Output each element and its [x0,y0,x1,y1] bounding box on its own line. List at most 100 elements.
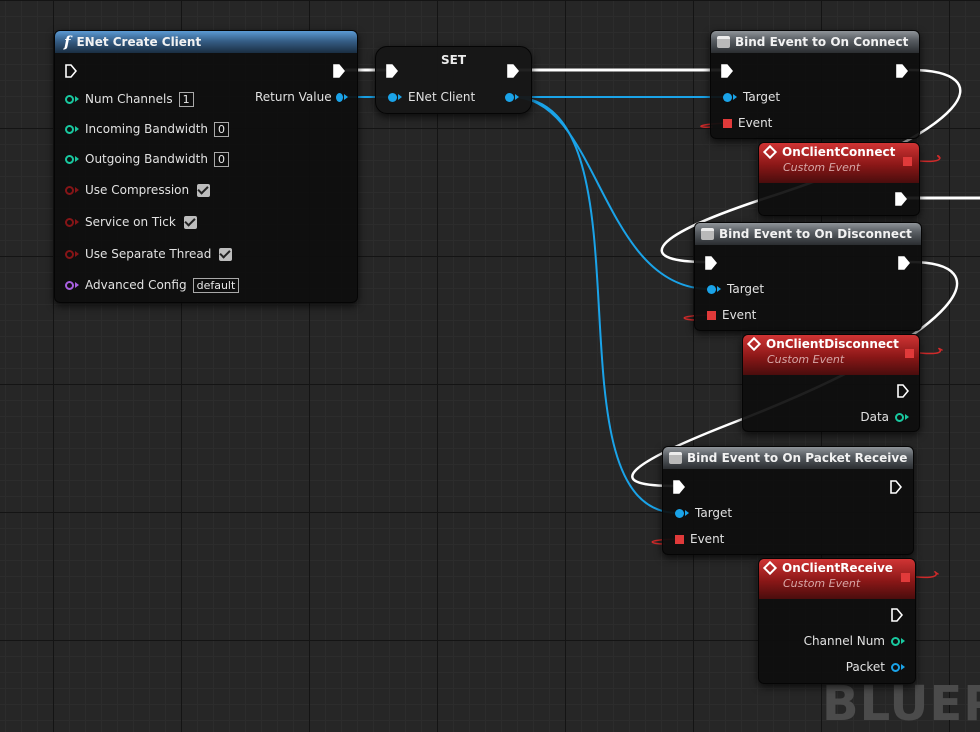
bind-on-packet-receive-node[interactable]: Bind Event to On Packet Receive Target E… [662,446,914,555]
int-pin-icon [65,94,74,104]
use-separate-thread-checkbox[interactable] [219,247,233,261]
enet-create-client-node[interactable]: f ENet Create Client Num Channels 1 Retu… [54,30,358,303]
exec-pin-icon [891,608,903,622]
on-client-receive-node[interactable]: OnClientReceive Custom Event Channel Num… [758,558,916,684]
exec-in-pin[interactable] [721,62,733,80]
target-pin[interactable]: Target [707,280,764,298]
event-pin[interactable]: Event [723,114,772,132]
node-header[interactable]: OnClientDisconnect Custom Event [743,335,919,375]
set-title: SET [440,53,467,67]
use-compression-checkbox[interactable] [197,183,211,197]
object-pin-icon [707,284,716,294]
pin-label: Return Value [255,90,332,104]
bool-pin-icon [65,185,74,195]
exec-out-pin[interactable] [891,606,903,624]
incoming-bandwidth-pin[interactable]: Incoming Bandwidth 0 [65,120,230,138]
exec-out-pin[interactable] [507,62,519,80]
use-compression-pin[interactable]: Use Compression [65,181,211,199]
exec-in-pin[interactable] [705,254,717,272]
delegate-out-pin[interactable] [903,157,912,166]
exec-out-pin[interactable] [897,382,909,400]
enet-client-input-pin[interactable]: ENet Client [388,88,475,106]
function-call-icon [669,452,682,464]
outgoing-bandwidth-pin[interactable]: Outgoing Bandwidth 0 [65,150,229,168]
pin-label: Service on Tick [85,215,176,229]
bool-pin-icon [65,217,74,227]
int-pin-icon [891,636,900,646]
packet-output-pin[interactable]: Packet [779,658,905,676]
incoming-bandwidth-input[interactable]: 0 [214,121,230,137]
object-pin-icon [505,92,514,102]
exec-pin-icon [890,480,902,494]
bind-on-disconnect-node[interactable]: Bind Event to On Disconnect Target Event [694,222,922,331]
num-channels-input[interactable]: 1 [178,91,194,107]
pin-label: Data [860,410,889,424]
exec-pin-icon [673,480,685,494]
node-title: OnClientConnect [782,145,896,159]
target-pin[interactable]: Target [723,88,780,106]
return-value-pin[interactable]: Return Value [255,88,348,106]
node-subtitle: Custom Event [783,577,861,590]
service-on-tick-checkbox[interactable] [183,215,197,229]
delegate-out-pin[interactable] [901,573,910,582]
struct-pin-icon [65,280,74,290]
node-subtitle: Custom Event [783,161,861,174]
advanced-config-pin[interactable]: Advanced Config default [65,276,240,294]
node-subtitle: Custom Event [767,353,845,366]
bind-on-connect-node[interactable]: Bind Event to On Connect Target Event [710,30,920,139]
node-header[interactable]: f ENet Create Client [55,31,357,53]
delegate-out-pin[interactable] [905,349,914,358]
blueprint-watermark: BLUEP [822,676,980,732]
node-title: OnClientDisconnect [766,337,899,351]
service-on-tick-pin[interactable]: Service on Tick [65,213,197,231]
pin-label: Advanced Config [85,278,187,292]
exec-out-pin[interactable] [898,254,910,272]
exec-out-pin[interactable] [333,62,345,80]
object-wire-set-target-disconnect [511,96,711,290]
node-title: Bind Event to On Disconnect [719,227,912,241]
pin-label: Packet [845,660,885,674]
object-wire-set-target-receive [511,96,679,514]
advanced-config-input[interactable]: default [192,277,240,293]
num-channels-pin[interactable]: Num Channels 1 [65,90,194,108]
outgoing-bandwidth-input[interactable]: 0 [213,151,229,167]
pin-label: Target [727,282,765,296]
exec-in-pin[interactable] [65,62,77,80]
event-icon [762,560,778,576]
exec-pin-icon [507,64,519,78]
enet-client-output-pin[interactable] [505,88,519,106]
pin-label: Num Channels [85,92,173,106]
node-header[interactable]: Bind Event to On Packet Receive [663,447,913,469]
exec-in-pin[interactable] [673,478,685,496]
pin-label: Target [743,90,781,104]
set-node[interactable]: SET ENet Client [375,46,532,114]
node-header[interactable]: OnClientReceive Custom Event [759,559,915,599]
use-separate-thread-pin[interactable]: Use Separate Thread [65,245,233,263]
int-pin-icon [65,124,74,134]
object-pin-icon [388,92,397,102]
node-title: ENet Create Client [76,35,202,49]
data-output-pin[interactable]: Data [803,408,909,426]
target-pin[interactable]: Target [675,504,732,522]
exec-in-pin[interactable] [386,62,398,80]
event-pin[interactable]: Event [707,306,756,324]
pin-label: Target [695,506,733,520]
node-header[interactable]: Bind Event to On Connect [711,31,919,53]
exec-out-pin[interactable] [890,478,902,496]
on-client-connect-node[interactable]: OnClientConnect Custom Event [758,142,920,216]
object-pin-icon [675,508,684,518]
exec-pin-icon [898,256,910,270]
function-call-icon [717,36,730,48]
pin-label: Event [738,116,773,130]
node-header[interactable]: Bind Event to On Disconnect [695,223,921,245]
pin-label: Event [722,308,757,322]
exec-out-pin[interactable] [895,190,907,208]
exec-out-pin[interactable] [896,62,908,80]
on-client-disconnect-node[interactable]: OnClientDisconnect Custom Event Data [742,334,920,432]
delegate-pin-icon [723,118,732,128]
exec-pin-icon [386,64,398,78]
node-header[interactable]: OnClientConnect Custom Event [759,143,919,183]
exec-pin-icon [895,192,907,206]
event-pin[interactable]: Event [675,530,724,548]
channel-num-output-pin[interactable]: Channel Num [779,632,905,650]
